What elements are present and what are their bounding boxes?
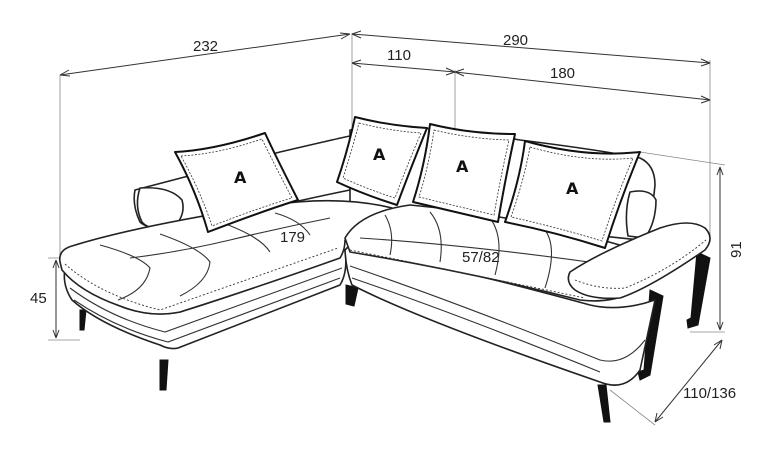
leg-front-mid <box>159 359 169 391</box>
dim-label-110-136: 110/136 <box>683 385 736 402</box>
pillow-4: A <box>504 140 641 249</box>
leg-corner <box>345 284 359 307</box>
dim-label-91: 91 <box>728 241 745 258</box>
pillow-2: A <box>336 116 428 206</box>
sofa-legs <box>79 251 711 423</box>
dimension-labels: 232 290 110 180 179 57/82 45 91 110/136 <box>30 32 745 402</box>
dim-line-232 <box>59 33 351 76</box>
pillows: A A A A <box>174 116 641 249</box>
pillow-1: A <box>174 132 299 233</box>
leg-front-left <box>79 309 87 331</box>
arm-support-back <box>686 251 711 329</box>
dim-label-232: 232 <box>193 38 218 55</box>
sofa-armrest <box>567 222 711 300</box>
arm-support-front <box>637 289 664 381</box>
pillow-2-label: A <box>373 145 386 164</box>
pillow-4-label: A <box>566 179 579 198</box>
leg-front-right <box>597 384 611 423</box>
dim-line-290 <box>351 33 711 64</box>
pillow-3-label: A <box>456 157 469 176</box>
dim-label-179: 179 <box>280 229 305 246</box>
dim-line-180 <box>454 71 711 101</box>
pillow-1-label: A <box>234 168 247 187</box>
dim-label-180: 180 <box>550 65 575 82</box>
dim-label-57-82: 57/82 <box>462 249 500 266</box>
dim-label-290: 290 <box>503 32 528 49</box>
dim-line-110 <box>351 62 456 73</box>
dim-line-110-136 <box>654 339 723 423</box>
pillow-3: A <box>412 123 516 223</box>
dim-label-45: 45 <box>30 290 47 307</box>
headrest-right <box>625 190 657 239</box>
dim-label-110: 110 <box>387 47 411 64</box>
